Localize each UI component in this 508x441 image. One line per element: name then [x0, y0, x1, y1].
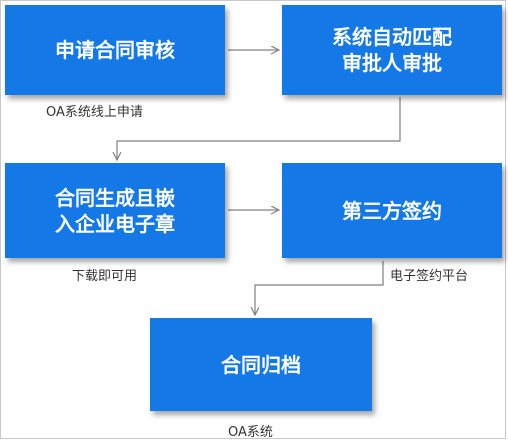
step-generate-contract-with-seal: 合同生成且嵌 入企业电子章 [5, 163, 225, 258]
step-apply-contract-review: 申请合同审核 [5, 5, 225, 95]
caption-download-ready: 下载即可用 [72, 269, 138, 284]
step-contract-archiving: 合同归档 [150, 318, 372, 411]
caption-e-sign-platform: 电子签约平台 [390, 269, 469, 284]
caption-oa-system: OA系统 [228, 425, 273, 440]
step-auto-match-approver: 系统自动匹配 审批人审批 [282, 5, 502, 95]
caption-oa-online-apply: OA系统线上申请 [46, 105, 143, 120]
step-third-party-signing: 第三方签约 [282, 163, 502, 258]
arrow-step4-to-step5 [255, 261, 384, 314]
arrow-step2-to-step3 [117, 97, 401, 159]
